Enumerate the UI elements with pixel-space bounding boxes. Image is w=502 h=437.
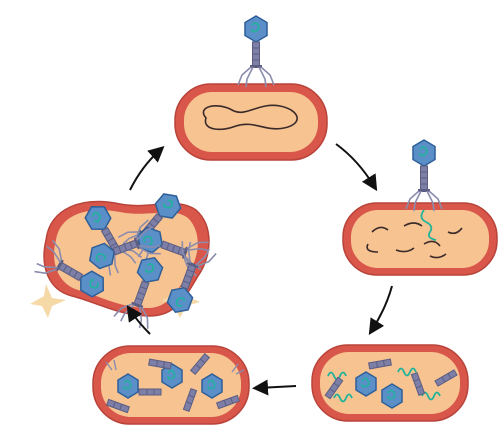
bacterium-cell-icon <box>174 83 328 161</box>
cycle-arrows <box>126 143 393 396</box>
stage-attachment <box>174 15 328 161</box>
host-dna <box>202 104 298 131</box>
bacterium-cell-icon <box>92 345 250 425</box>
cycle-arrow-icon <box>335 143 378 192</box>
stage-replication <box>311 344 469 422</box>
cycle-arrow-icon <box>368 285 393 336</box>
cycle-arrow-icon <box>129 146 165 191</box>
bacteriophage-icon <box>237 15 275 88</box>
cell-debris <box>30 284 66 318</box>
stage-lysis <box>30 183 218 332</box>
stage-assembly <box>92 345 250 425</box>
bacterium-cell-icon <box>342 202 498 276</box>
injected-viral-dna <box>420 209 437 241</box>
bacteriophage-icon <box>405 139 443 212</box>
cycle-arrow-icon <box>126 305 151 335</box>
bacterium-cell-icon <box>311 344 469 422</box>
cycle-arrow-icon <box>252 379 297 396</box>
stage-injection <box>342 139 498 276</box>
host-dna-fragments <box>366 222 463 259</box>
